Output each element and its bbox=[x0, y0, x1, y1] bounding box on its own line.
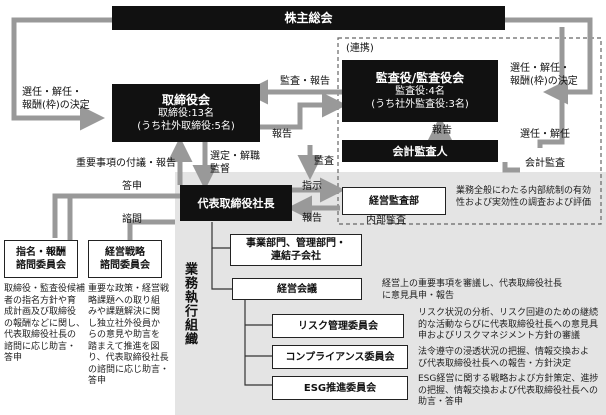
auditors-title: 監査役/監査役会 bbox=[375, 70, 465, 85]
label-line: 報酬(枠)の決定 bbox=[22, 100, 90, 111]
desc-line: 略課題への取り組 bbox=[88, 295, 161, 306]
desc-line: 助言・答申 bbox=[418, 397, 464, 407]
nomination-line2: 諮問委員会 bbox=[16, 260, 66, 271]
desc-line: みや課題解決に関 bbox=[88, 307, 161, 317]
desc-line: 者の指名方針や育 bbox=[4, 295, 77, 306]
audit-report-label: 監査・報告 bbox=[280, 76, 330, 87]
elect-right-label: 選任・解任・ 報酬(枠)の決定 bbox=[510, 62, 578, 88]
risk-committee-label: リスク管理委員会 bbox=[298, 320, 378, 332]
desc-line: 申およびリスクマネジメント方針の審議 bbox=[418, 331, 581, 341]
desc-line: 踏まえて推進を図 bbox=[88, 341, 160, 352]
strategy-line2: 諮問委員会 bbox=[100, 260, 150, 271]
board-title: 取締役会 bbox=[161, 92, 210, 107]
internal-audit-desc: 業務全般にわたる内部統制の有効 性および実効性の調査および評価 bbox=[456, 186, 591, 209]
internal-audit-box: 経営監査部 bbox=[342, 187, 446, 215]
desc-line: 重要な政策・経営戦 bbox=[88, 284, 170, 294]
desc-line: の報酬などに関し、 bbox=[4, 318, 86, 329]
report-board-label: 報告 bbox=[272, 129, 292, 140]
label-line: 選定・解職 bbox=[210, 151, 260, 162]
accounting-auditor-box: 会計監査人 bbox=[342, 140, 498, 162]
accounting-auditor-label: 会計監査人 bbox=[392, 144, 448, 158]
strategy-desc: 重要な政策・経営戦 略課題への取り組 みや課題解決に関 し独立社外役員か らの意… bbox=[88, 284, 169, 388]
shareholders-meeting-box: 株主総会 bbox=[112, 6, 505, 30]
desc-line: 代表取締役社長の bbox=[4, 330, 77, 340]
compliance-committee-label: コンプライアンス委員会 bbox=[285, 351, 395, 363]
instruction-label: 指示 bbox=[302, 181, 322, 192]
inquiry-answer-label: 答申 bbox=[122, 181, 142, 192]
desc-line: 取締役・監査役候補 bbox=[4, 284, 86, 294]
accounting-audit-label: 会計監査 bbox=[525, 158, 565, 169]
elect-left-label: 選任・解任・ 報酬(枠)の決定 bbox=[22, 86, 90, 112]
strategy-line1: 経営戦略 bbox=[105, 247, 145, 258]
strategy-committee-box: 経営戦略 諮問委員会 bbox=[88, 240, 162, 278]
desc-line: し独立社外役員か bbox=[88, 318, 161, 329]
risk-committee-box: リスク管理委員会 bbox=[272, 314, 404, 338]
esg-committee-box: ESG推進委員会 bbox=[272, 376, 408, 400]
renkei-label: (連携) bbox=[346, 43, 374, 54]
elect-dismiss-label: 選任・解任 bbox=[520, 129, 570, 140]
desc-line: 業務全般にわたる内部統制の有効 bbox=[456, 186, 592, 196]
desc-line: リスク状況の分析、リスク回避のための継続 bbox=[418, 308, 599, 318]
desc-line: び代表取締役社長への報告・方針決定 bbox=[418, 358, 572, 369]
desc-line: 性および実効性の調査および評価 bbox=[456, 197, 592, 208]
board-outside-count: (うち社外取締役:5名) bbox=[137, 120, 235, 132]
internal-audit-label: 経営監査部 bbox=[369, 195, 419, 207]
management-meeting-label: 経営会議 bbox=[277, 283, 317, 295]
desc-line: の諮問に応じ助言・ bbox=[88, 364, 170, 375]
inquiry-label: 諮問 bbox=[122, 214, 142, 225]
desc-line: り、代表取締役社長 bbox=[88, 353, 169, 363]
board-count: 取締役:13名 bbox=[157, 107, 215, 119]
desc-line: 法令遵守の浸透状況の把握、情報交換およ bbox=[418, 347, 590, 357]
desc-line: 答申 bbox=[88, 376, 107, 386]
management-meeting-box: 経営会議 bbox=[232, 278, 362, 300]
desc-line: に意見具申・報告 bbox=[382, 290, 455, 301]
desc-line: 的な活動ならびに代表取締役社長への意見具 bbox=[418, 319, 599, 330]
risk-desc: リスク状況の分析、リスク回避のための継続 的な活動ならびに代表取締役社長への意見… bbox=[418, 308, 598, 343]
desc-line: 経営上の重要事項を審議し、代表取締役社長 bbox=[382, 279, 563, 289]
president-label: 代表取締役社長 bbox=[197, 196, 275, 210]
divisions-line2: 連結子会社 bbox=[271, 251, 321, 262]
desc-line: ESG経営に関する戦略および方針策定、進捗 bbox=[418, 374, 599, 384]
compliance-committee-box: コンプライアンス委員会 bbox=[272, 345, 408, 369]
audit-label: 監査 bbox=[314, 156, 334, 167]
nomination-line1: 指名・報酬 bbox=[16, 247, 66, 258]
divisions-line1: 事業部門、管理部門・ bbox=[246, 238, 346, 249]
appoint-supervise-label: 選定・解職 監督 bbox=[210, 150, 260, 176]
auditors-box: 監査役/監査役会 監査役:4名 (うち社外監査役:3名) bbox=[342, 60, 498, 122]
label-line: 選任・解任・ bbox=[510, 63, 570, 74]
important-matters-label: 重要事項の付議・報告 bbox=[76, 158, 176, 169]
desc-line: 成計画及び取締役 bbox=[4, 307, 77, 317]
label-line: 報酬(枠)の決定 bbox=[510, 76, 578, 87]
president-box: 代表取締役社長 bbox=[180, 185, 292, 221]
desc-line: 諮問に応じ助言・ bbox=[4, 341, 77, 352]
label-line: 監督 bbox=[210, 164, 230, 175]
shareholders-meeting-label: 株主総会 bbox=[284, 10, 333, 25]
compliance-desc: 法令遵守の浸透状況の把握、情報交換およ び代表取締役社長への報告・方針決定 bbox=[418, 347, 589, 370]
report-ia-label: 報告 bbox=[302, 213, 322, 224]
board-box: 取締役会 取締役:13名 (うち社外取締役:5名) bbox=[112, 84, 260, 142]
esg-committee-label: ESG推進委員会 bbox=[303, 382, 377, 394]
divisions-box: 事業部門、管理部門・ 連結子会社 bbox=[230, 234, 362, 266]
desc-line: 答申 bbox=[4, 353, 23, 363]
internal-audit-connector-label: 内部監査 bbox=[366, 215, 406, 226]
esg-desc: ESG経営に関する戦略および方針策定、進捗 の把握、情報交換および代表取締役社長… bbox=[418, 374, 598, 409]
desc-line: らの意見や助言を bbox=[88, 330, 161, 340]
desc-line: の把握、情報交換および代表取締役社長への bbox=[418, 385, 599, 396]
auditors-count: 監査役:4名 bbox=[395, 85, 445, 97]
auditors-outside-count: (うち社外監査役:3名) bbox=[371, 98, 469, 110]
business-org-label: 業務執行組織 bbox=[182, 262, 197, 346]
management-desc: 経営上の重要事項を審議し、代表取締役社長 に意見具申・報告 bbox=[382, 279, 562, 302]
nomination-desc: 取締役・監査役候補 者の指名方針や育 成計画及び取締役 の報酬などに関し、 代表… bbox=[4, 284, 85, 365]
label-line: 選任・解任・ bbox=[22, 87, 82, 98]
nomination-committee-box: 指名・報酬 諮問委員会 bbox=[4, 240, 78, 278]
report-accounting-label: 報告 bbox=[432, 125, 452, 136]
